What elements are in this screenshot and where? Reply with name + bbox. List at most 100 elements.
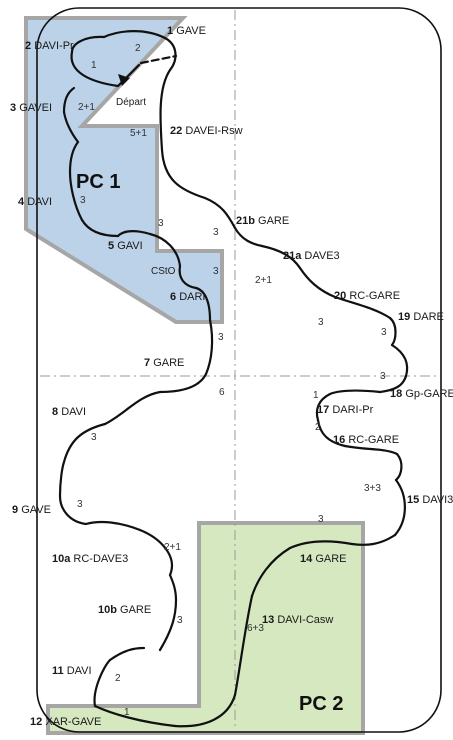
segment-count: 3 [158, 218, 164, 229]
track-segment [333, 295, 392, 320]
segment-count: 2+1 [164, 542, 181, 553]
zone-pc2 [46, 521, 365, 735]
track-segment [70, 50, 120, 88]
segment-count: 3 [318, 317, 324, 328]
station-label: 20 RC-GARE [334, 290, 400, 302]
track-segment [178, 264, 198, 290]
track-segment-start [139, 54, 178, 65]
track-segment [93, 658, 112, 708]
segment-count: 2 [135, 43, 141, 54]
track-segment [70, 35, 106, 54]
track-segment [233, 226, 264, 248]
track-segment [158, 372, 208, 394]
track-segment [350, 533, 397, 546]
track-segment [388, 316, 397, 347]
station-label: 18 Gp-GARE [390, 388, 453, 400]
track-segment [298, 266, 337, 299]
track-segment [203, 196, 237, 230]
track-segment [288, 540, 354, 550]
station-label: 11 DAVI [52, 665, 92, 677]
track-segment [102, 30, 167, 40]
track-segment [233, 594, 254, 697]
track-segment [173, 693, 237, 728]
track-segment [204, 318, 214, 376]
start-marker-icon [118, 74, 130, 86]
segment-count: 3 [213, 227, 219, 238]
track-segment [68, 170, 84, 222]
track-segment [378, 374, 408, 394]
segment-count: 3+3 [364, 483, 381, 494]
segment-count: 3 [213, 266, 219, 277]
course-frame [36, 7, 442, 733]
track-segment [160, 148, 207, 200]
station-label: 6 DARI [170, 291, 205, 303]
track-segment [159, 68, 172, 152]
track-segment [343, 444, 399, 456]
station-label: 13 DAVI-Casw [262, 614, 333, 626]
segment-count: 2+1 [255, 275, 272, 286]
segment-count: 3 [318, 514, 324, 525]
segment-count: 3 [380, 371, 386, 382]
station-label: 21b GARE [236, 215, 289, 227]
track-segment [62, 422, 107, 464]
station-label: 15 DAVI3 [407, 494, 453, 506]
segment-count: 3 [381, 327, 387, 338]
zone-pc1 [24, 16, 224, 324]
segment-count: 3 [218, 332, 224, 343]
station-label: 4 DAVI [18, 196, 52, 208]
segment-count: 6+3 [247, 623, 264, 634]
track-segment [328, 389, 382, 396]
station-label: 22 DAVEI-Rsw [170, 125, 243, 137]
track-segment [62, 110, 80, 144]
station-label: 10a RC-DAVE3 [52, 553, 128, 565]
track-segment [93, 704, 177, 728]
cst-label: CStO [151, 266, 176, 277]
track-segment [158, 598, 178, 652]
segment-count: 5+1 [130, 128, 147, 139]
zone-pc2-label: PC 2 [299, 693, 343, 715]
station-label: 14 GARE [300, 553, 347, 565]
track-segment [163, 36, 177, 72]
track-segment [58, 494, 88, 526]
track-segment [148, 232, 182, 268]
station-label: 9 GAVE [12, 504, 51, 516]
segment-count: 3 [177, 615, 183, 626]
station-label: 21a DAVE3 [283, 250, 340, 262]
station-label: 8 DAVI [52, 406, 86, 418]
station-label: 1 GAVE [167, 25, 206, 37]
track-segment [62, 86, 76, 114]
track-segment [260, 244, 302, 270]
track-segment [116, 230, 152, 238]
track-segment [108, 646, 146, 662]
track-segment [58, 460, 66, 498]
track-segment [84, 520, 142, 532]
track-segment [394, 452, 403, 482]
track-segment [103, 390, 162, 426]
track-segment [168, 573, 178, 602]
station-label: 10b GARE [98, 604, 151, 616]
track-segment [393, 478, 406, 537]
start-label: Départ [116, 97, 146, 108]
station-label: 17 DARI-Pr [317, 404, 374, 416]
zone-pc1-label: PC 1 [76, 171, 120, 193]
segment-count: 3 [80, 195, 86, 206]
segment-count: 2 [115, 673, 121, 684]
segment-count: 2 [315, 422, 321, 433]
segment-count: 3 [77, 499, 83, 510]
segment-count: 1 [91, 60, 97, 71]
track-segment [194, 286, 212, 322]
track [58, 30, 409, 728]
segment-count: 3 [91, 432, 97, 443]
station-label: 5 GAVI [108, 240, 143, 252]
segment-count: 6 [219, 387, 225, 398]
station-label: 3 GAVEI [10, 102, 52, 114]
track-segment [138, 528, 173, 577]
segment-count: 1 [124, 707, 130, 718]
segment-count: 2+1 [78, 102, 95, 113]
station-label: 19 DARE [398, 311, 444, 323]
track-segment [316, 418, 347, 448]
station-label: 12 XAR-GAVE [30, 716, 101, 728]
track-segment [80, 218, 120, 238]
station-label: 7 GARE [144, 357, 184, 369]
